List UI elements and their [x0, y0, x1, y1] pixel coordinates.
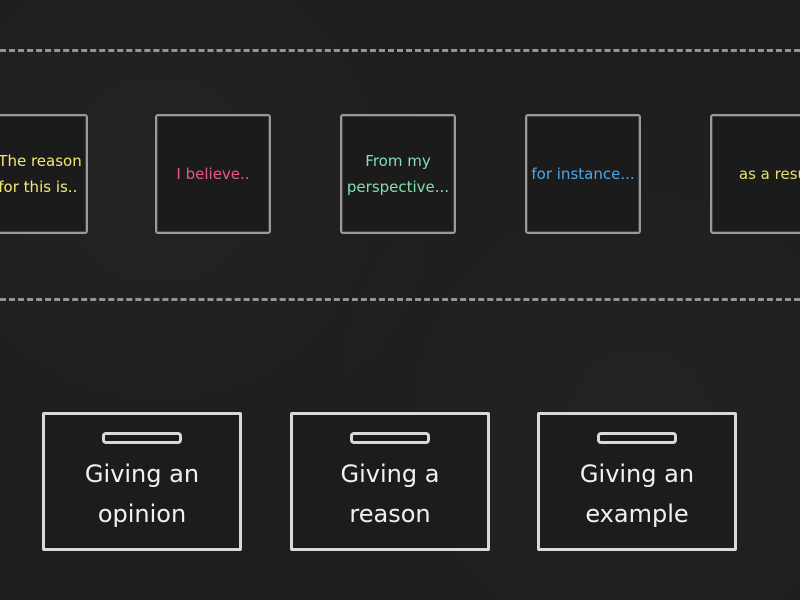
- drop-box-giving-a-reason[interactable]: Giving a reason: [290, 412, 490, 551]
- phrase-card-i-believe[interactable]: I believe..: [155, 114, 271, 234]
- phrase-card-as-a-result[interactable]: as a result: [710, 114, 800, 234]
- phrase-card-for-instance[interactable]: for instance...: [525, 114, 641, 234]
- box-handle-icon: [102, 432, 182, 444]
- top-dashed-divider: [0, 49, 800, 52]
- box-handle-icon: [597, 432, 677, 444]
- drop-box-label: Giving a reason: [340, 459, 440, 528]
- box-handle-icon: [350, 432, 430, 444]
- phrase-card-label: as a result: [738, 165, 800, 183]
- phrase-card-label: I believe..: [176, 165, 250, 183]
- bottom-dashed-divider: [0, 298, 800, 301]
- phrase-card-label: for instance...: [531, 165, 635, 183]
